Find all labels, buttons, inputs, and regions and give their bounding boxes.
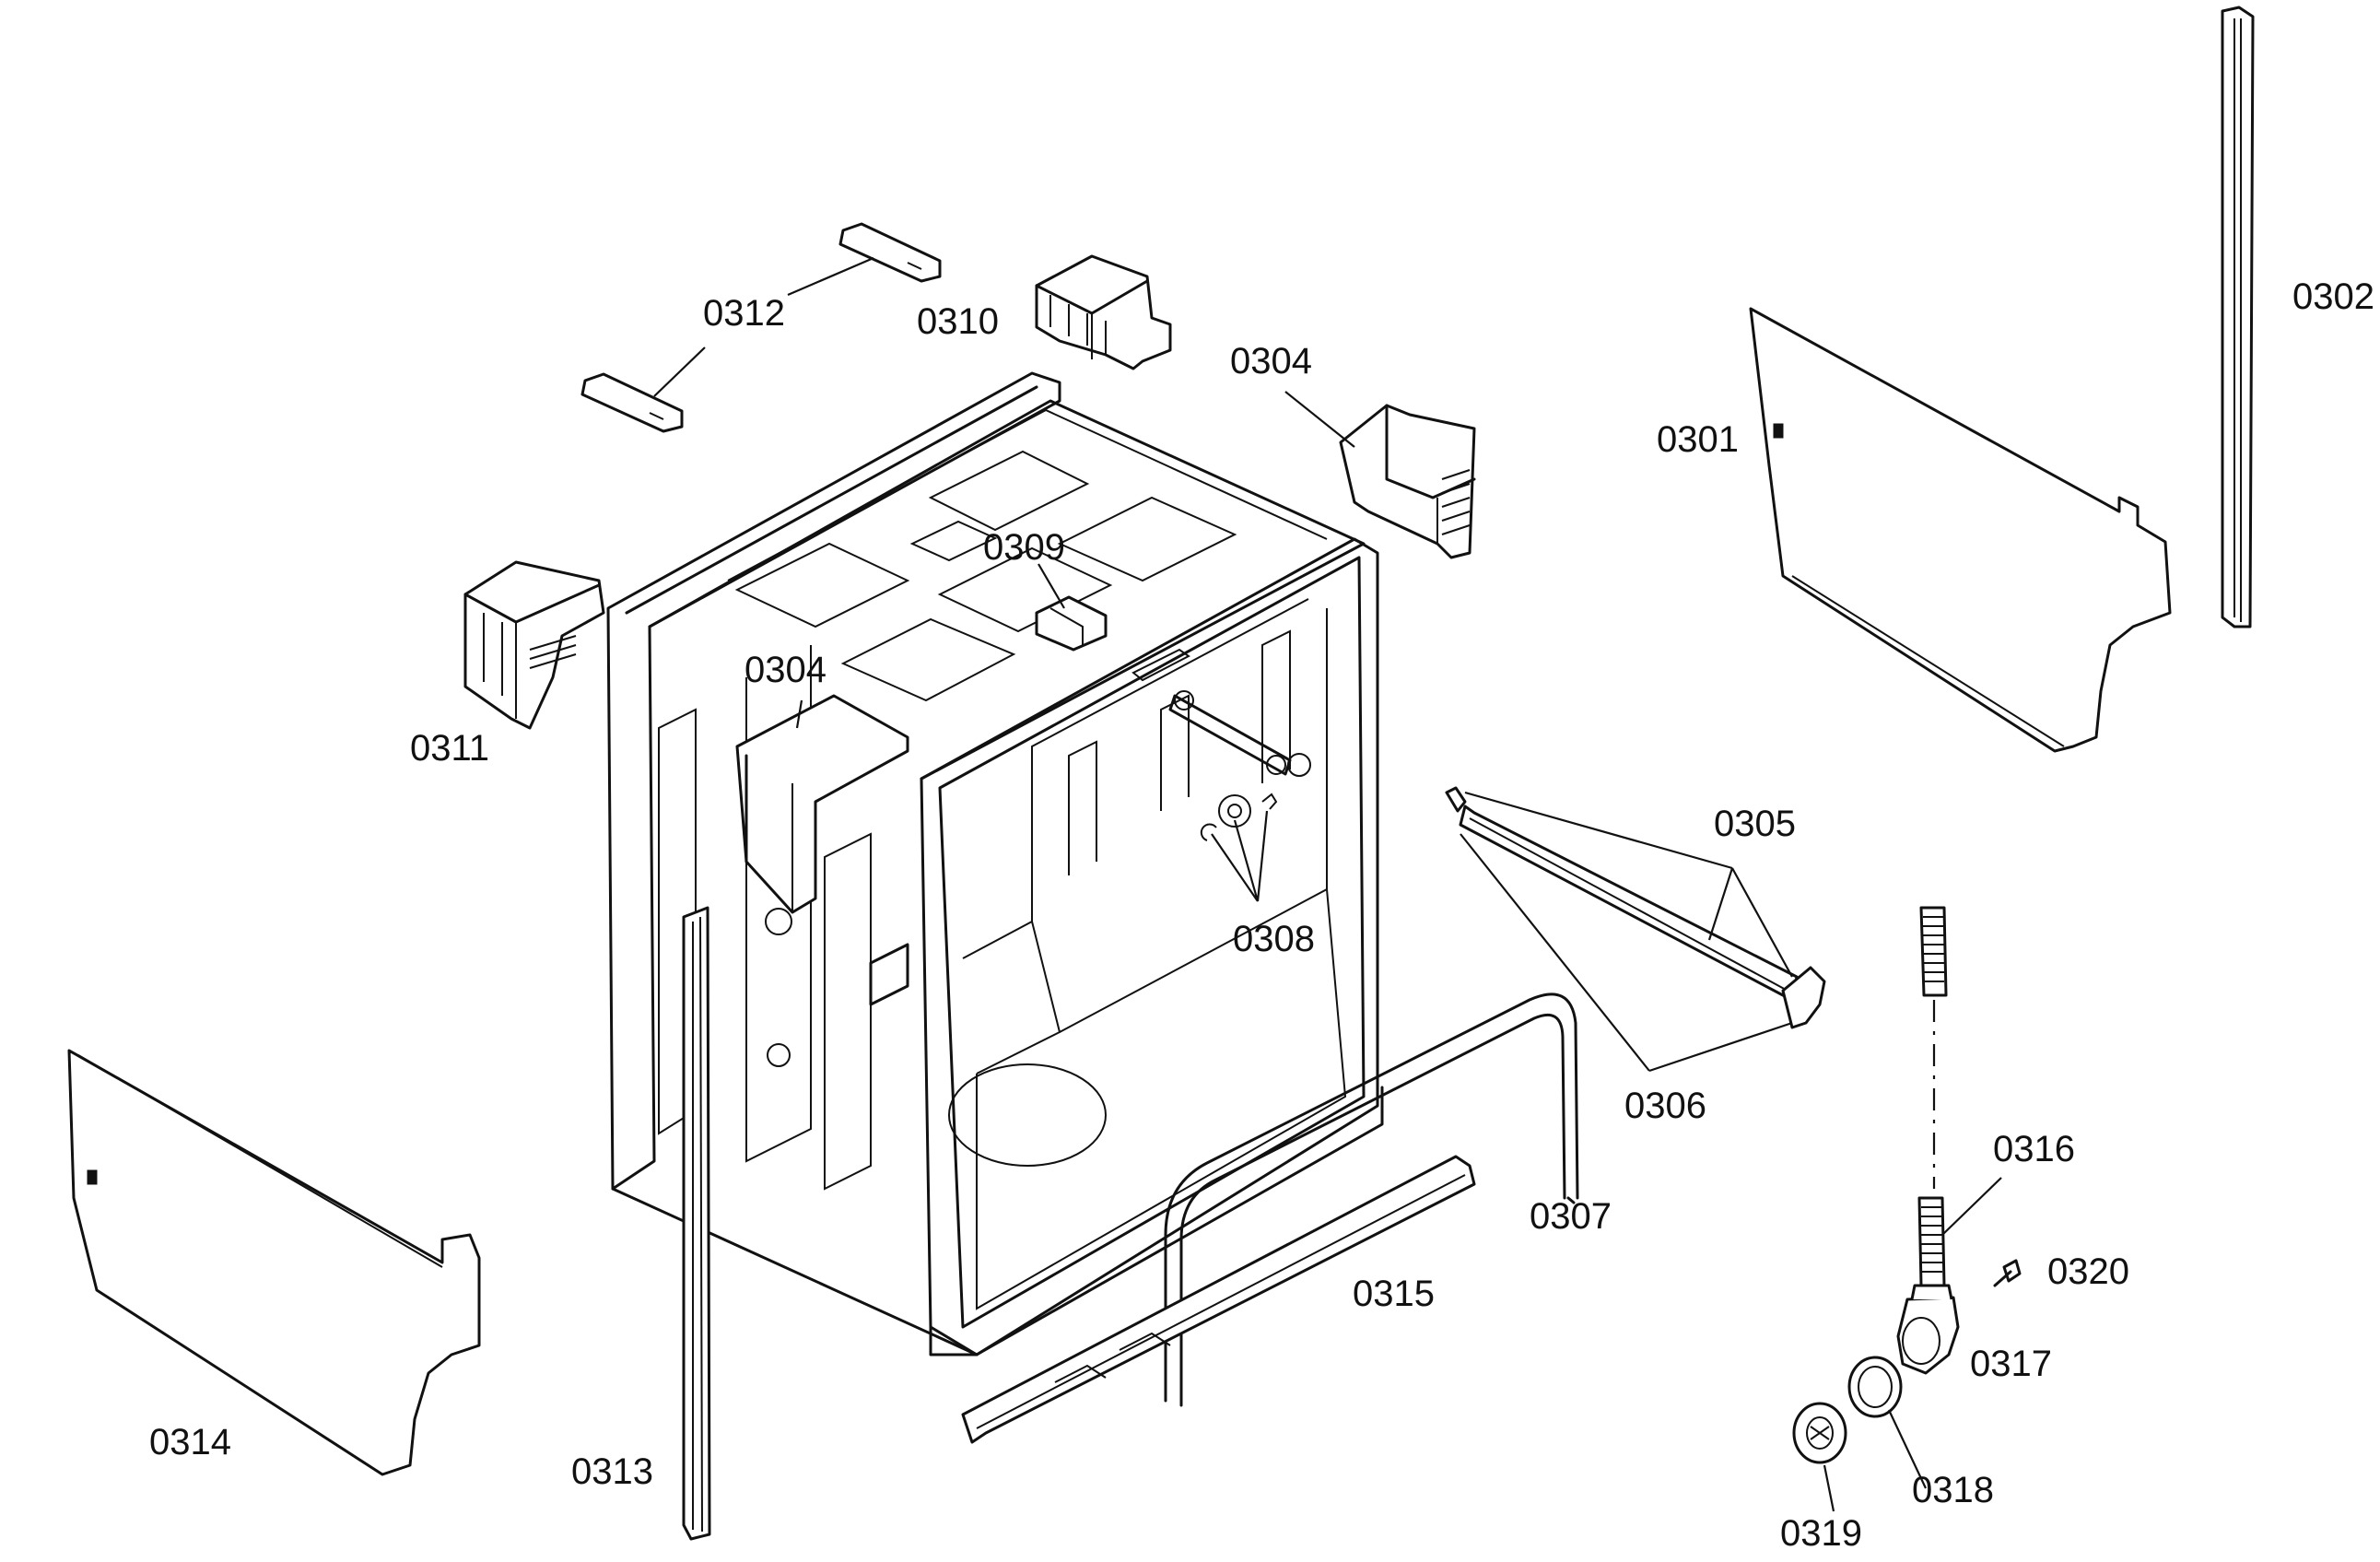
callout-0306: 0306: [1624, 1086, 1706, 1126]
callout-0305: 0305: [1714, 804, 1796, 844]
foot-cap-0319: [1792, 1402, 1847, 1464]
callout-0307: 0307: [1530, 1196, 1612, 1237]
vent-bracket-0310: [1035, 254, 1172, 370]
callout-0311: 0311: [410, 728, 489, 769]
callout-0304-center: 0304: [744, 650, 827, 690]
callout-0319: 0319: [1780, 1513, 1862, 1554]
side-strip-0313: [682, 906, 711, 1541]
side-panel-0301: [1749, 307, 2172, 753]
callout-0302: 0302: [2292, 276, 2374, 317]
door-brace-0305: [1445, 786, 1826, 1029]
clip-0312-lower: [580, 372, 684, 433]
screw-0320: [1993, 1259, 2022, 1287]
tub-body: [606, 371, 1384, 1356]
mounting-bracket-0304-right: [1339, 404, 1476, 559]
callout-0304-right: 0304: [1230, 341, 1312, 382]
spacers-0308: [1200, 793, 1278, 841]
threaded-rod-0316: [1917, 906, 1948, 1287]
callout-0309: 0309: [983, 527, 1065, 568]
top-clip-0309: [1035, 595, 1108, 652]
ring-0318: [1847, 1356, 1903, 1418]
callout-0312: 0312: [703, 293, 785, 334]
leader-lines: [653, 256, 2002, 1512]
callout-0316: 0316: [1993, 1129, 2075, 1169]
vent-bracket-0311: [463, 560, 605, 730]
callout-0310: 0310: [917, 301, 999, 342]
callout-0318: 0318: [1912, 1470, 1994, 1510]
callout-0317: 0317: [1970, 1344, 2052, 1384]
callout-0313: 0313: [571, 1451, 653, 1492]
side-panel-0314: [67, 1049, 481, 1476]
clip-0312-upper: [838, 222, 942, 283]
door-gasket-0307: [1164, 992, 1579, 1407]
callout-0320: 0320: [2047, 1251, 2129, 1292]
foot-housing-0317: [1896, 1284, 1960, 1375]
callout-0314: 0314: [149, 1422, 231, 1462]
mounting-bracket-0304-center: [735, 694, 909, 914]
callout-labels: 0301 0302 0304 0304 0305 0306 0307 0308 …: [149, 276, 2374, 1554]
callout-0308: 0308: [1233, 919, 1315, 959]
bottom-strip-0315: [961, 1155, 1476, 1444]
callout-0301: 0301: [1657, 419, 1739, 460]
side-strip-0302: [2221, 6, 2255, 628]
callout-0315: 0315: [1353, 1274, 1435, 1314]
